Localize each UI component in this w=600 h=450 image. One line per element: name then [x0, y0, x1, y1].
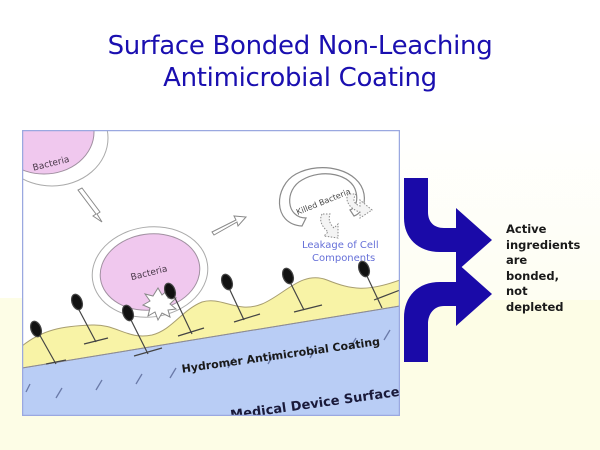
title-line-2: Antimicrobial Coating — [163, 63, 437, 93]
arrow-to-killed-bacteria — [211, 215, 248, 236]
leakage-arrow-2 — [346, 193, 373, 219]
side-note-line: not — [506, 284, 528, 298]
antimicrobial-coating-layer — [22, 277, 400, 369]
arrow-top-icon — [404, 178, 492, 272]
leakage-label-line-2: Components — [312, 253, 375, 264]
title-line-1: Surface Bonded Non-Leaching — [107, 31, 493, 61]
page-title: Surface Bonded Non-Leaching Antimicrobia… — [0, 30, 600, 94]
medical-device-surface — [22, 306, 400, 416]
side-note-line: depleted — [506, 299, 564, 314]
background-right — [400, 120, 600, 300]
side-note-line: bonded, — [506, 268, 559, 283]
killed-bacteria-ring — [278, 167, 365, 227]
side-note-line: ingredients — [506, 237, 581, 252]
bacteria-top — [22, 130, 95, 175]
side-note: Active ingredients are bonded, not deple… — [506, 222, 580, 315]
tethered-molecules — [29, 260, 400, 365]
leakage-label-line-1: Leakage of Cell — [302, 240, 379, 251]
arrow-down-to-bacteria — [77, 187, 103, 223]
side-note-line: Active — [506, 222, 547, 236]
arrow-bottom-icon — [404, 262, 492, 362]
bonded-arrows — [404, 178, 492, 362]
leakage-arrow-1 — [320, 213, 339, 239]
side-note-line: are — [506, 253, 528, 267]
coating-diagram: Bacteria Bacteria Killed Bacteria Leakag… — [22, 130, 400, 416]
